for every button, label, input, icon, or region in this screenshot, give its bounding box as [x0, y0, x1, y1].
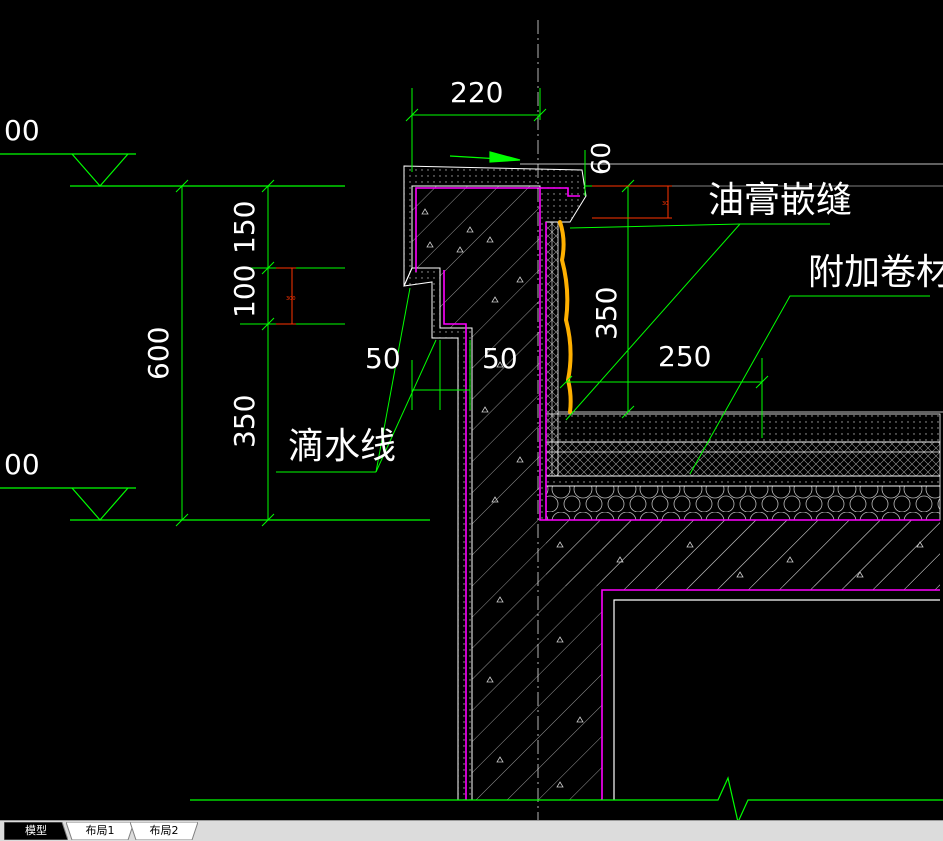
- ground-line: [190, 776, 943, 820]
- dim-upturn-height: 350: [590, 287, 623, 340]
- elevation-label-top: 00: [4, 114, 40, 147]
- elevation-marker-bottom: [0, 487, 430, 521]
- tab-model-label: 模型: [25, 824, 47, 837]
- cad-drawing-canvas[interactable]: 00 00: [0, 0, 943, 820]
- dim-extension: 250: [658, 340, 711, 373]
- small-dim-a: 300: [286, 296, 296, 302]
- elevation-marker-top: [0, 153, 345, 187]
- tab-layout1[interactable]: 布局1: [66, 822, 134, 840]
- tab-layout1-label: 布局1: [85, 824, 115, 837]
- dim-lower: 350: [228, 395, 261, 448]
- dim-drip-right: 50: [482, 342, 518, 375]
- layout-tab-bar: 模型 布局1 布局2: [0, 820, 943, 841]
- label-drip-line: 滴水线: [288, 426, 396, 467]
- dim-top-gap: 60: [587, 142, 617, 175]
- dim-middle: 100: [228, 265, 261, 318]
- dimension-lines: [175, 88, 930, 527]
- dim-top-width: 220: [450, 76, 503, 109]
- concrete-section: [412, 186, 940, 800]
- tab-model[interactable]: 模型: [4, 822, 68, 840]
- tab-layout2[interactable]: 布局2: [130, 822, 198, 840]
- tab-layout2-label: 布局2: [149, 824, 179, 837]
- small-dim-b: 30: [662, 201, 668, 207]
- small-dimensions: [276, 185, 672, 325]
- label-sealant: 油膏嵌缝: [708, 180, 852, 221]
- dim-drip-left: 50: [365, 342, 401, 375]
- sealant-highlight: [558, 220, 573, 414]
- dim-total-height: 600: [142, 327, 175, 380]
- elevation-label-bottom: 00: [4, 448, 40, 481]
- layer-boundaries: [415, 187, 940, 800]
- dim-upper: 150: [228, 201, 261, 254]
- label-membrane: 附加卷材: [808, 252, 943, 293]
- slope-arrow: [449, 151, 521, 163]
- roof-layers: [545, 221, 941, 521]
